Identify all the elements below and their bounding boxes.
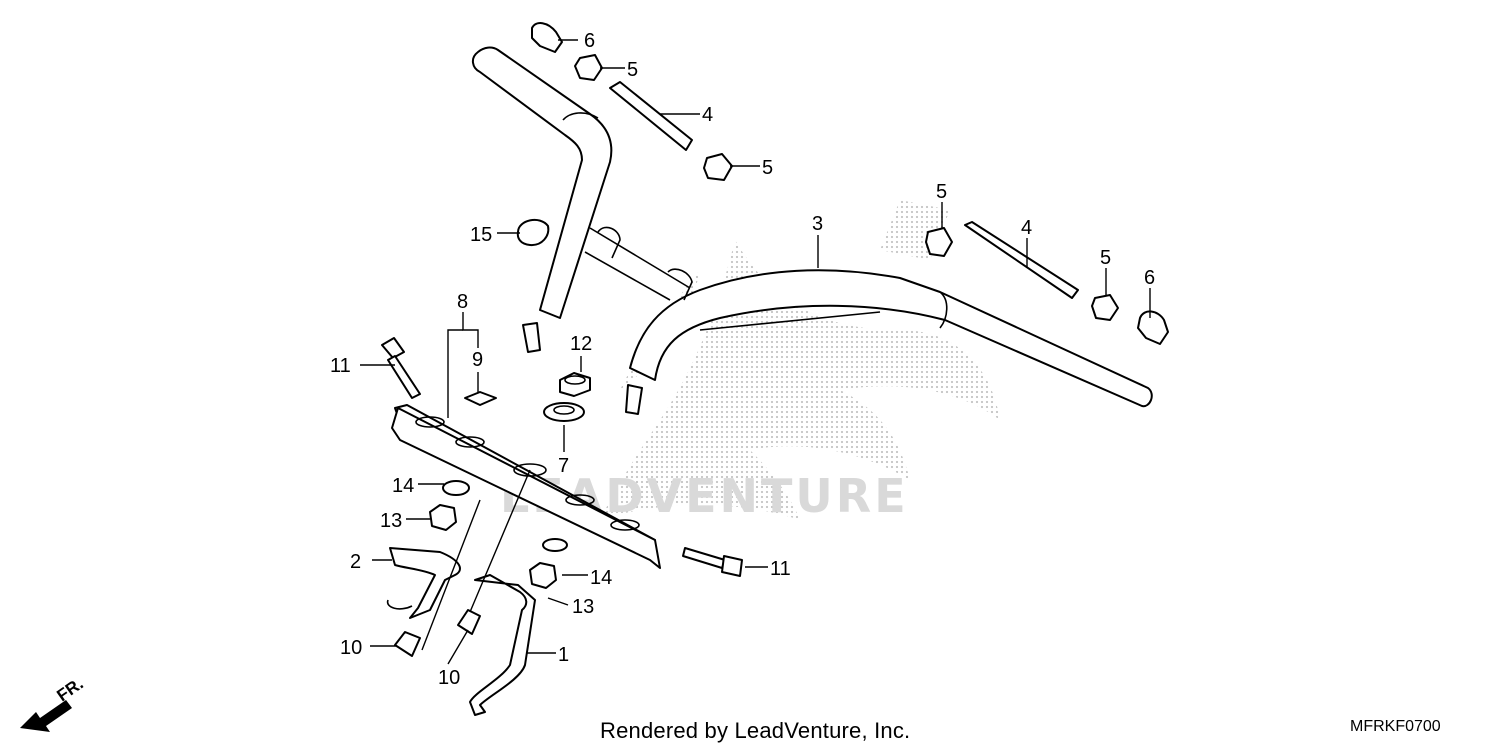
end-cap-part-5-right-end (1091, 294, 1119, 321)
clamp-part-15 (516, 218, 550, 247)
callout-8: 8 (457, 291, 468, 313)
callout-6-right: 6 (1144, 267, 1155, 289)
diagram-code: MFRKF0700 (1350, 718, 1441, 735)
washer-part-14-left (442, 480, 470, 496)
weight-part-4-top (609, 81, 693, 151)
callout-15: 15 (470, 224, 492, 246)
bracket-part-1 (469, 574, 536, 716)
callout-11-left: 11 (330, 355, 351, 377)
callout-14-right: 14 (590, 567, 612, 589)
bolt-part-11-left (381, 337, 421, 399)
bolt-part-10-right (457, 609, 481, 635)
callout-9: 9 (472, 349, 483, 371)
callout-6-top: 6 (584, 30, 595, 52)
handlebar (472, 46, 1153, 415)
callout-12: 12 (570, 333, 592, 355)
plate-part-9 (464, 391, 497, 406)
callout-11-right: 11 (770, 558, 791, 580)
callout-5-right: 5 (936, 181, 947, 203)
nut-part-13-right (529, 562, 557, 589)
retainer-part-6-top (531, 22, 563, 53)
callout-5-top: 5 (627, 59, 638, 81)
callout-5-right-end: 5 (1100, 247, 1111, 269)
weight-part-4-right (964, 221, 1079, 299)
callout-13-left: 13 (380, 510, 402, 532)
retainer-part-6-right (1137, 310, 1169, 345)
callout-4-top: 4 (702, 104, 713, 126)
callout-4-right: 4 (1021, 217, 1032, 239)
leader-lines (360, 39, 1151, 665)
handlebar-holder-lower (391, 404, 661, 569)
bushing-part-7 (543, 402, 585, 422)
bracket-part-2 (389, 547, 461, 619)
callout-7: 7 (558, 455, 569, 477)
callout-labels: 6 5 4 5 5 4 5 6 3 15 8 9 11 12 7 14 13 2… (330, 30, 1155, 689)
callout-13-right: 13 (572, 596, 594, 618)
end-cap-part-5-top (574, 54, 603, 81)
render-credit: Rendered by LeadVenture, Inc. (600, 718, 911, 743)
callout-14-left: 14 (392, 475, 414, 497)
bolt-part-10-left (394, 631, 421, 657)
callout-5-top-lower: 5 (762, 157, 773, 179)
callout-2: 2 (350, 551, 361, 573)
nut-part-13-left (429, 504, 457, 531)
callout-10-left: 10 (340, 637, 362, 659)
front-label: FR. (53, 674, 86, 705)
washer-part-14-right (542, 538, 568, 552)
end-cap-part-5-top-lower (703, 153, 733, 181)
front-direction-indicator: FR. (20, 674, 87, 732)
end-cap-part-5-right (925, 227, 953, 257)
bolt-part-11-right (682, 547, 743, 577)
nut-part-12 (559, 372, 591, 397)
callout-1: 1 (558, 644, 569, 666)
callout-3: 3 (812, 213, 823, 235)
arrow-down-left-icon (20, 700, 72, 732)
callout-10-right: 10 (438, 667, 460, 689)
